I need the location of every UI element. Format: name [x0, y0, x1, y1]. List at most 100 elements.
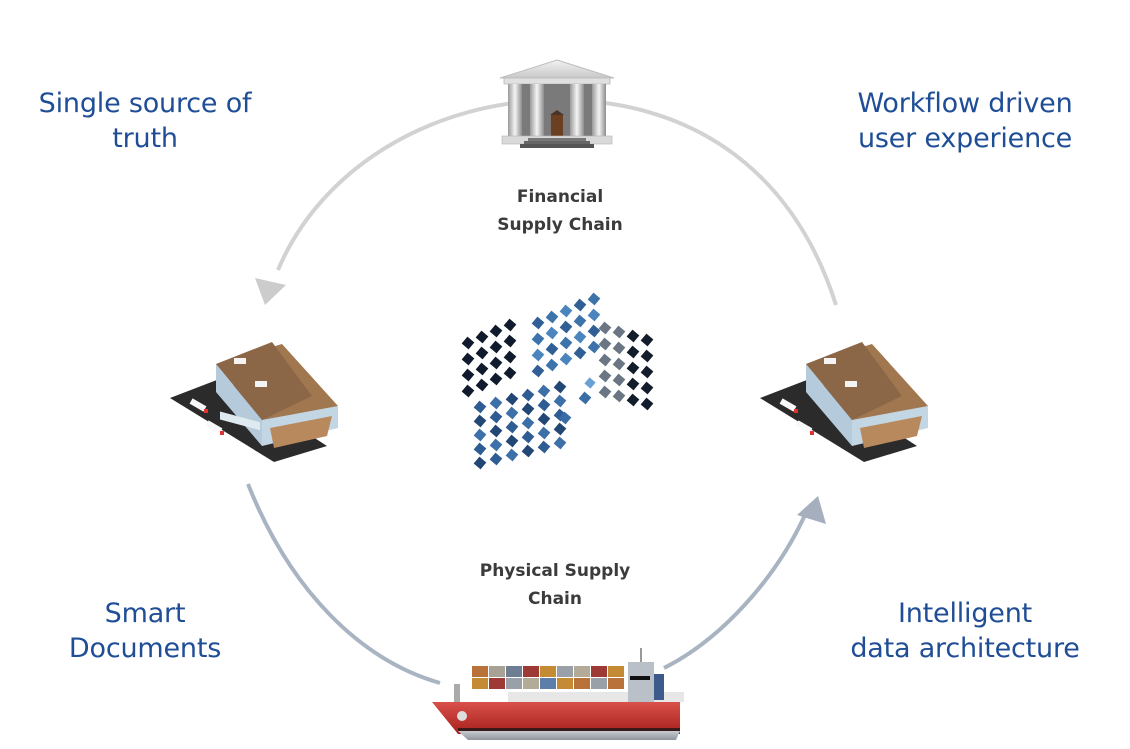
logo-pixel — [587, 292, 601, 306]
logo-pixel — [573, 298, 587, 312]
logo-pixel — [489, 438, 503, 452]
logo-pixel — [505, 406, 519, 420]
warehouse-icon-left — [170, 342, 338, 462]
bank-building-icon — [499, 59, 615, 148]
logo-pixel — [626, 377, 640, 391]
logo-pixel — [531, 348, 545, 362]
logo-pixel — [473, 456, 487, 470]
logo-pixel — [537, 398, 551, 412]
intelligent-data-architecture-label: Intelligent data architecture — [820, 596, 1110, 666]
tr-line1: Workflow driven — [857, 88, 1073, 119]
shipping-container — [608, 678, 624, 689]
cargo-ship-icon — [432, 648, 684, 740]
globe-pixel-logo-icon — [461, 292, 654, 470]
logo-pixel — [489, 424, 503, 438]
logo-pixel — [503, 366, 517, 380]
logo-pixel — [598, 369, 612, 383]
logo-pixel — [573, 346, 587, 360]
logo-pixel — [559, 352, 573, 366]
logo-pixel — [521, 388, 535, 402]
logo-pixel — [505, 420, 519, 434]
logo-pixel — [475, 362, 489, 376]
logo-pixel — [553, 394, 567, 408]
logo-pixel — [537, 426, 551, 440]
logo-pixel — [537, 412, 551, 426]
lower-left-arc — [246, 483, 441, 685]
logo-pixel — [626, 393, 640, 407]
logo-pixel — [545, 342, 559, 356]
logo-pixel — [626, 361, 640, 375]
logo-pixel — [545, 310, 559, 324]
logo-pixel — [559, 336, 573, 350]
bl-line1: Smart — [104, 598, 186, 629]
logo-pixel — [521, 402, 535, 416]
shipping-container — [540, 678, 556, 689]
warehouse-icon-right — [760, 342, 928, 462]
logo-pixel — [553, 380, 567, 394]
br-line2: data architecture — [850, 633, 1080, 664]
logo-pixel — [584, 377, 596, 389]
logo-pixel — [461, 368, 475, 382]
logo-pixel — [489, 372, 503, 386]
tl-line2: truth — [112, 123, 178, 154]
arrowhead-right-icon — [797, 496, 826, 524]
logo-pixel — [489, 324, 503, 338]
logo-pixel — [598, 337, 612, 351]
logo-pixel — [461, 384, 475, 398]
logo-pixel — [473, 414, 487, 428]
financial-label-line2: Supply Chain — [497, 215, 623, 235]
logo-pixel — [489, 396, 503, 410]
logo-pixel — [598, 353, 612, 367]
logo-pixel — [626, 345, 640, 359]
logo-pixel — [640, 333, 654, 347]
logo-pixel — [559, 320, 573, 334]
logo-pixel — [612, 357, 626, 371]
financial-supply-chain-label: Financial Supply Chain — [460, 183, 660, 239]
shipping-container — [540, 666, 556, 677]
shipping-container — [472, 678, 488, 689]
logo-pixel — [505, 434, 519, 448]
logo-pixel — [537, 384, 551, 398]
logo-pixel — [531, 316, 545, 330]
single-source-of-truth-label: Single source of truth — [15, 86, 275, 156]
logo-pixel — [531, 332, 545, 346]
logo-pixel — [612, 341, 626, 355]
shipping-container — [591, 666, 607, 677]
logo-pixel — [489, 452, 503, 466]
logo-pixel — [521, 430, 535, 444]
physical-label-line2: Chain — [528, 589, 582, 609]
workflow-driven-ux-label: Workflow driven user experience — [830, 86, 1100, 156]
arrowhead-left-icon — [255, 278, 286, 305]
logo-pixel — [537, 440, 551, 454]
logo-pixel — [578, 391, 592, 405]
logo-pixel — [545, 358, 559, 372]
logo-pixel — [505, 392, 519, 406]
logo-pixel — [503, 350, 517, 364]
shipping-container — [557, 666, 573, 677]
logo-pixel — [553, 422, 567, 436]
logo-pixel — [598, 385, 612, 399]
logo-pixel — [573, 314, 587, 328]
logo-pixel — [598, 321, 612, 335]
logo-pixel — [545, 326, 559, 340]
tl-line1: Single source of — [38, 88, 252, 119]
logo-pixel — [626, 329, 640, 343]
logo-pixel — [461, 336, 475, 350]
shipping-container — [574, 678, 590, 689]
logo-pixel — [503, 334, 517, 348]
shipping-container — [523, 666, 539, 677]
shipping-container — [472, 666, 488, 677]
physical-supply-chain-label: Physical Supply Chain — [440, 557, 670, 613]
shipping-container — [574, 666, 590, 677]
logo-pixel — [473, 442, 487, 456]
logo-pixel — [475, 330, 489, 344]
logo-pixel — [521, 444, 535, 458]
logo-pixel — [473, 400, 487, 414]
logo-pixel — [473, 428, 487, 442]
lower-right-arc — [663, 514, 807, 670]
logo-pixel — [573, 330, 587, 344]
logo-pixel — [461, 352, 475, 366]
logo-pixel — [640, 397, 654, 411]
tr-line2: user experience — [857, 123, 1073, 154]
